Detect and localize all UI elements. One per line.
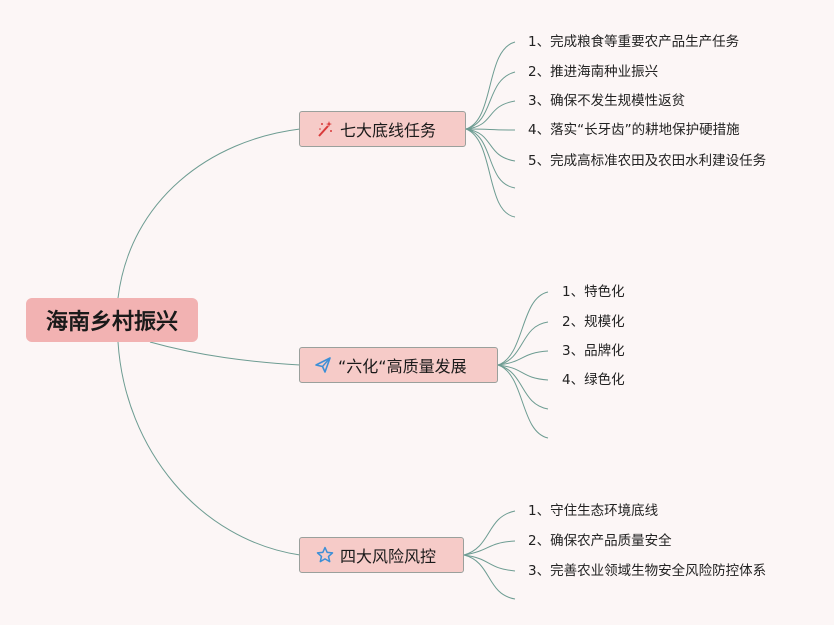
leaf-topic[interactable]: 3、确保不发生规模性返贫 [528, 93, 686, 109]
root-topic-label: 海南乡村振兴 [45, 310, 178, 335]
leaf-topic[interactable]: 3、完善农业领域生物安全风险防控体系 [528, 563, 767, 579]
branch-2-fan [497, 291, 549, 439]
leaf-topic[interactable]: 3、品牌化 [562, 343, 625, 359]
leaf-topic[interactable]: 2、规模化 [562, 314, 625, 330]
branch-label: 四大风险风控 [340, 547, 437, 566]
leaf-topic[interactable]: 2、确保农产品质量安全 [528, 533, 672, 549]
leaf-topic[interactable]: 4、绿色化 [562, 372, 625, 388]
leaf-topic[interactable]: 1、守住生态环境底线 [528, 503, 659, 519]
branch-topic-six-transformations[interactable]: “六化“高质量发展 [299, 347, 498, 383]
leaf-topic[interactable]: 1、完成粮食等重要农产品生产任务 [528, 34, 740, 50]
branch-topic-seven-bottom-line-tasks[interactable]: 七大底线任务 [299, 111, 466, 147]
connector-root-branch-2 [149, 341, 301, 366]
branch-label: 七大底线任务 [340, 121, 437, 140]
root-topic[interactable]: 海南乡村振兴 [26, 298, 198, 342]
branch-1-fan [465, 41, 516, 218]
magic-wand-icon [316, 120, 334, 138]
star-outline-icon [316, 546, 334, 564]
branch-label: “六化“高质量发展 [338, 357, 467, 376]
connector-root-branch-3 [117, 341, 301, 556]
branch-topic-four-risk-controls[interactable]: 四大风险风控 [299, 537, 464, 573]
paper-plane-icon [314, 356, 332, 374]
leaf-topic[interactable]: 1、特色化 [562, 284, 625, 300]
branch-3-fan [463, 510, 516, 600]
leaf-topic[interactable]: 5、完成高标准农田及农田水利建设任务 [528, 153, 767, 169]
leaf-topic[interactable]: 4、落实“长牙齿”的耕地保护硬措施 [528, 122, 740, 138]
leaf-topic[interactable]: 2、推进海南种业振兴 [528, 64, 659, 80]
connector-root-branch-1 [117, 128, 301, 299]
